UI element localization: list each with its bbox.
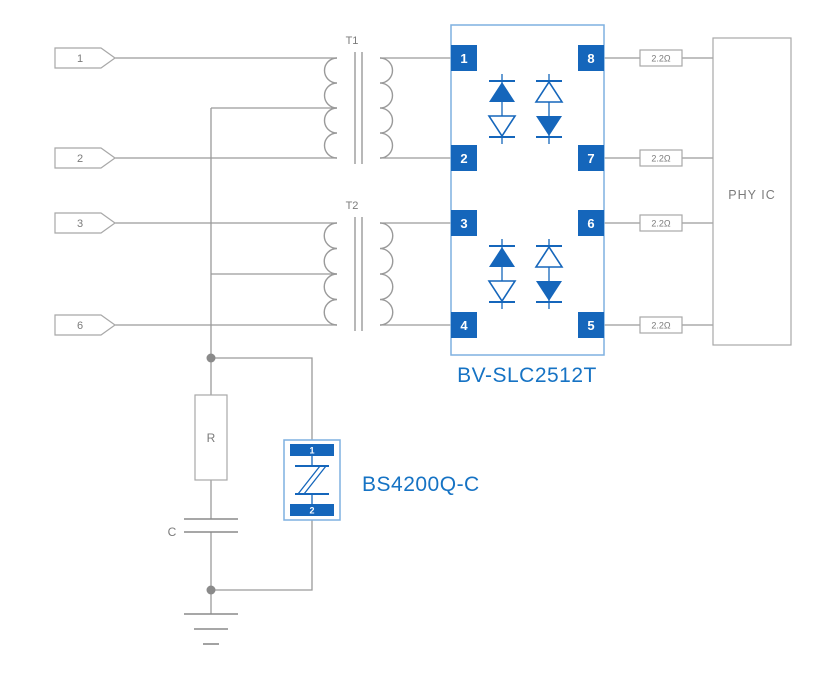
termination-resistor-body	[194, 394, 228, 481]
ic-pin-7	[578, 145, 604, 171]
ic-pin-8	[578, 45, 604, 71]
series-resistor: 2.2Ω	[639, 316, 683, 334]
arrester-pin-1-label: 1	[309, 446, 314, 456]
ic-pin-5	[578, 312, 604, 338]
connector-pin-shape	[54, 47, 117, 69]
ic-pin-5-label: 5	[587, 318, 594, 333]
connector-pin-1: 1	[54, 47, 117, 69]
resistor-body	[639, 214, 683, 232]
ic-pin-7-label: 7	[587, 151, 594, 166]
tvs-diode-solid-down	[536, 281, 562, 301]
connector-pin-label: 1	[77, 53, 83, 65]
ic-pin-1	[451, 45, 477, 71]
t2-label: T2	[346, 200, 359, 212]
ground-symbol	[184, 613, 238, 645]
connector-pin-shape	[54, 314, 117, 336]
ic-pin-8-label: 8	[587, 51, 594, 66]
bob-smith-termination: R C	[168, 353, 238, 595]
ic-pin-1-label: 1	[460, 51, 467, 66]
ic-pin-3-label: 3	[460, 216, 467, 231]
t2-secondary-coil	[379, 222, 394, 326]
connector-pin-shape	[54, 147, 117, 169]
connector-pin-3: 3	[54, 212, 117, 234]
ic-pin-4	[451, 312, 477, 338]
ic-pin-3	[451, 210, 477, 236]
ic-pin-2-label: 2	[460, 151, 467, 166]
tvs-diode-solid-down	[536, 116, 562, 136]
connector-pin-shape	[54, 212, 117, 234]
resistor-body	[639, 316, 683, 334]
t2-primary-coil	[323, 222, 338, 326]
connector-pin-label: 2	[77, 153, 83, 165]
arrester-pin-1	[290, 444, 334, 456]
resistor-value: 2.2Ω	[651, 154, 671, 164]
resistor-value: 2.2Ω	[651, 219, 671, 229]
protection-ic-name: BV-SLC2512T	[457, 364, 597, 387]
tvs-diode-open-down	[487, 115, 517, 138]
series-resistors: 2.2Ω 2.2Ω 2.2Ω 2.2Ω	[639, 49, 683, 334]
phy-ic-label: PHY IC	[728, 188, 775, 202]
connector-pin-2: 2	[54, 147, 117, 169]
t2-core	[354, 217, 363, 331]
resistor-body	[639, 49, 683, 67]
t1-secondary-coil	[379, 57, 394, 159]
connector-pin-6: 6	[54, 314, 117, 336]
arrester-pin-2	[290, 504, 334, 516]
connector-pin-label: 6	[77, 320, 83, 332]
t1-core	[354, 52, 363, 164]
t1-primary-coil	[323, 57, 338, 159]
resistor-value: 2.2Ω	[651, 54, 671, 64]
ic-pin-6-label: 6	[587, 216, 594, 231]
phy-ic: PHY IC	[712, 37, 792, 346]
ic-pin-4-label: 4	[460, 318, 468, 333]
wire-arrester-top	[211, 357, 313, 440]
arrester-pin-2-label: 2	[309, 506, 314, 516]
protection-ic-body	[450, 24, 605, 356]
phy-ic-body	[712, 37, 792, 346]
arrester-name: BS4200Q-C	[362, 473, 480, 496]
surge-arrester: 1 2 BS4200Q-C	[283, 439, 480, 521]
ic-pin-2	[451, 145, 477, 171]
tvs-diode-solid-up	[489, 247, 515, 267]
transformer-t2: T2	[323, 200, 394, 331]
tvs-diode-open-up	[534, 245, 564, 268]
series-resistor: 2.2Ω	[639, 49, 683, 67]
input-connectors: 1 2 3 6	[54, 47, 117, 336]
protection-ic: 1 2 3 4 8 7 6 5	[450, 24, 605, 387]
termination-resistor-label: R	[207, 431, 216, 445]
tvs-diode-open-up	[534, 80, 564, 103]
capacitor-label: C	[168, 525, 177, 539]
ic-pin-6	[578, 210, 604, 236]
connector-pin-label: 3	[77, 218, 83, 230]
tvs-diode-open-down	[487, 280, 517, 303]
series-resistor: 2.2Ω	[639, 214, 683, 232]
wire-arrester-bottom	[211, 520, 313, 591]
arrester-symbol	[297, 465, 327, 495]
junction-dot	[206, 353, 216, 363]
resistor-body	[639, 149, 683, 167]
t1-label: T1	[346, 35, 359, 47]
tvs-diode-array-lower	[487, 239, 564, 309]
tvs-diode-array-upper	[487, 74, 564, 144]
junction-dot	[206, 585, 216, 595]
tvs-diode-solid-up	[489, 82, 515, 102]
transformer-t1: T1	[323, 35, 394, 164]
wires	[115, 57, 713, 614]
resistor-value: 2.2Ω	[651, 321, 671, 331]
series-resistor: 2.2Ω	[639, 149, 683, 167]
